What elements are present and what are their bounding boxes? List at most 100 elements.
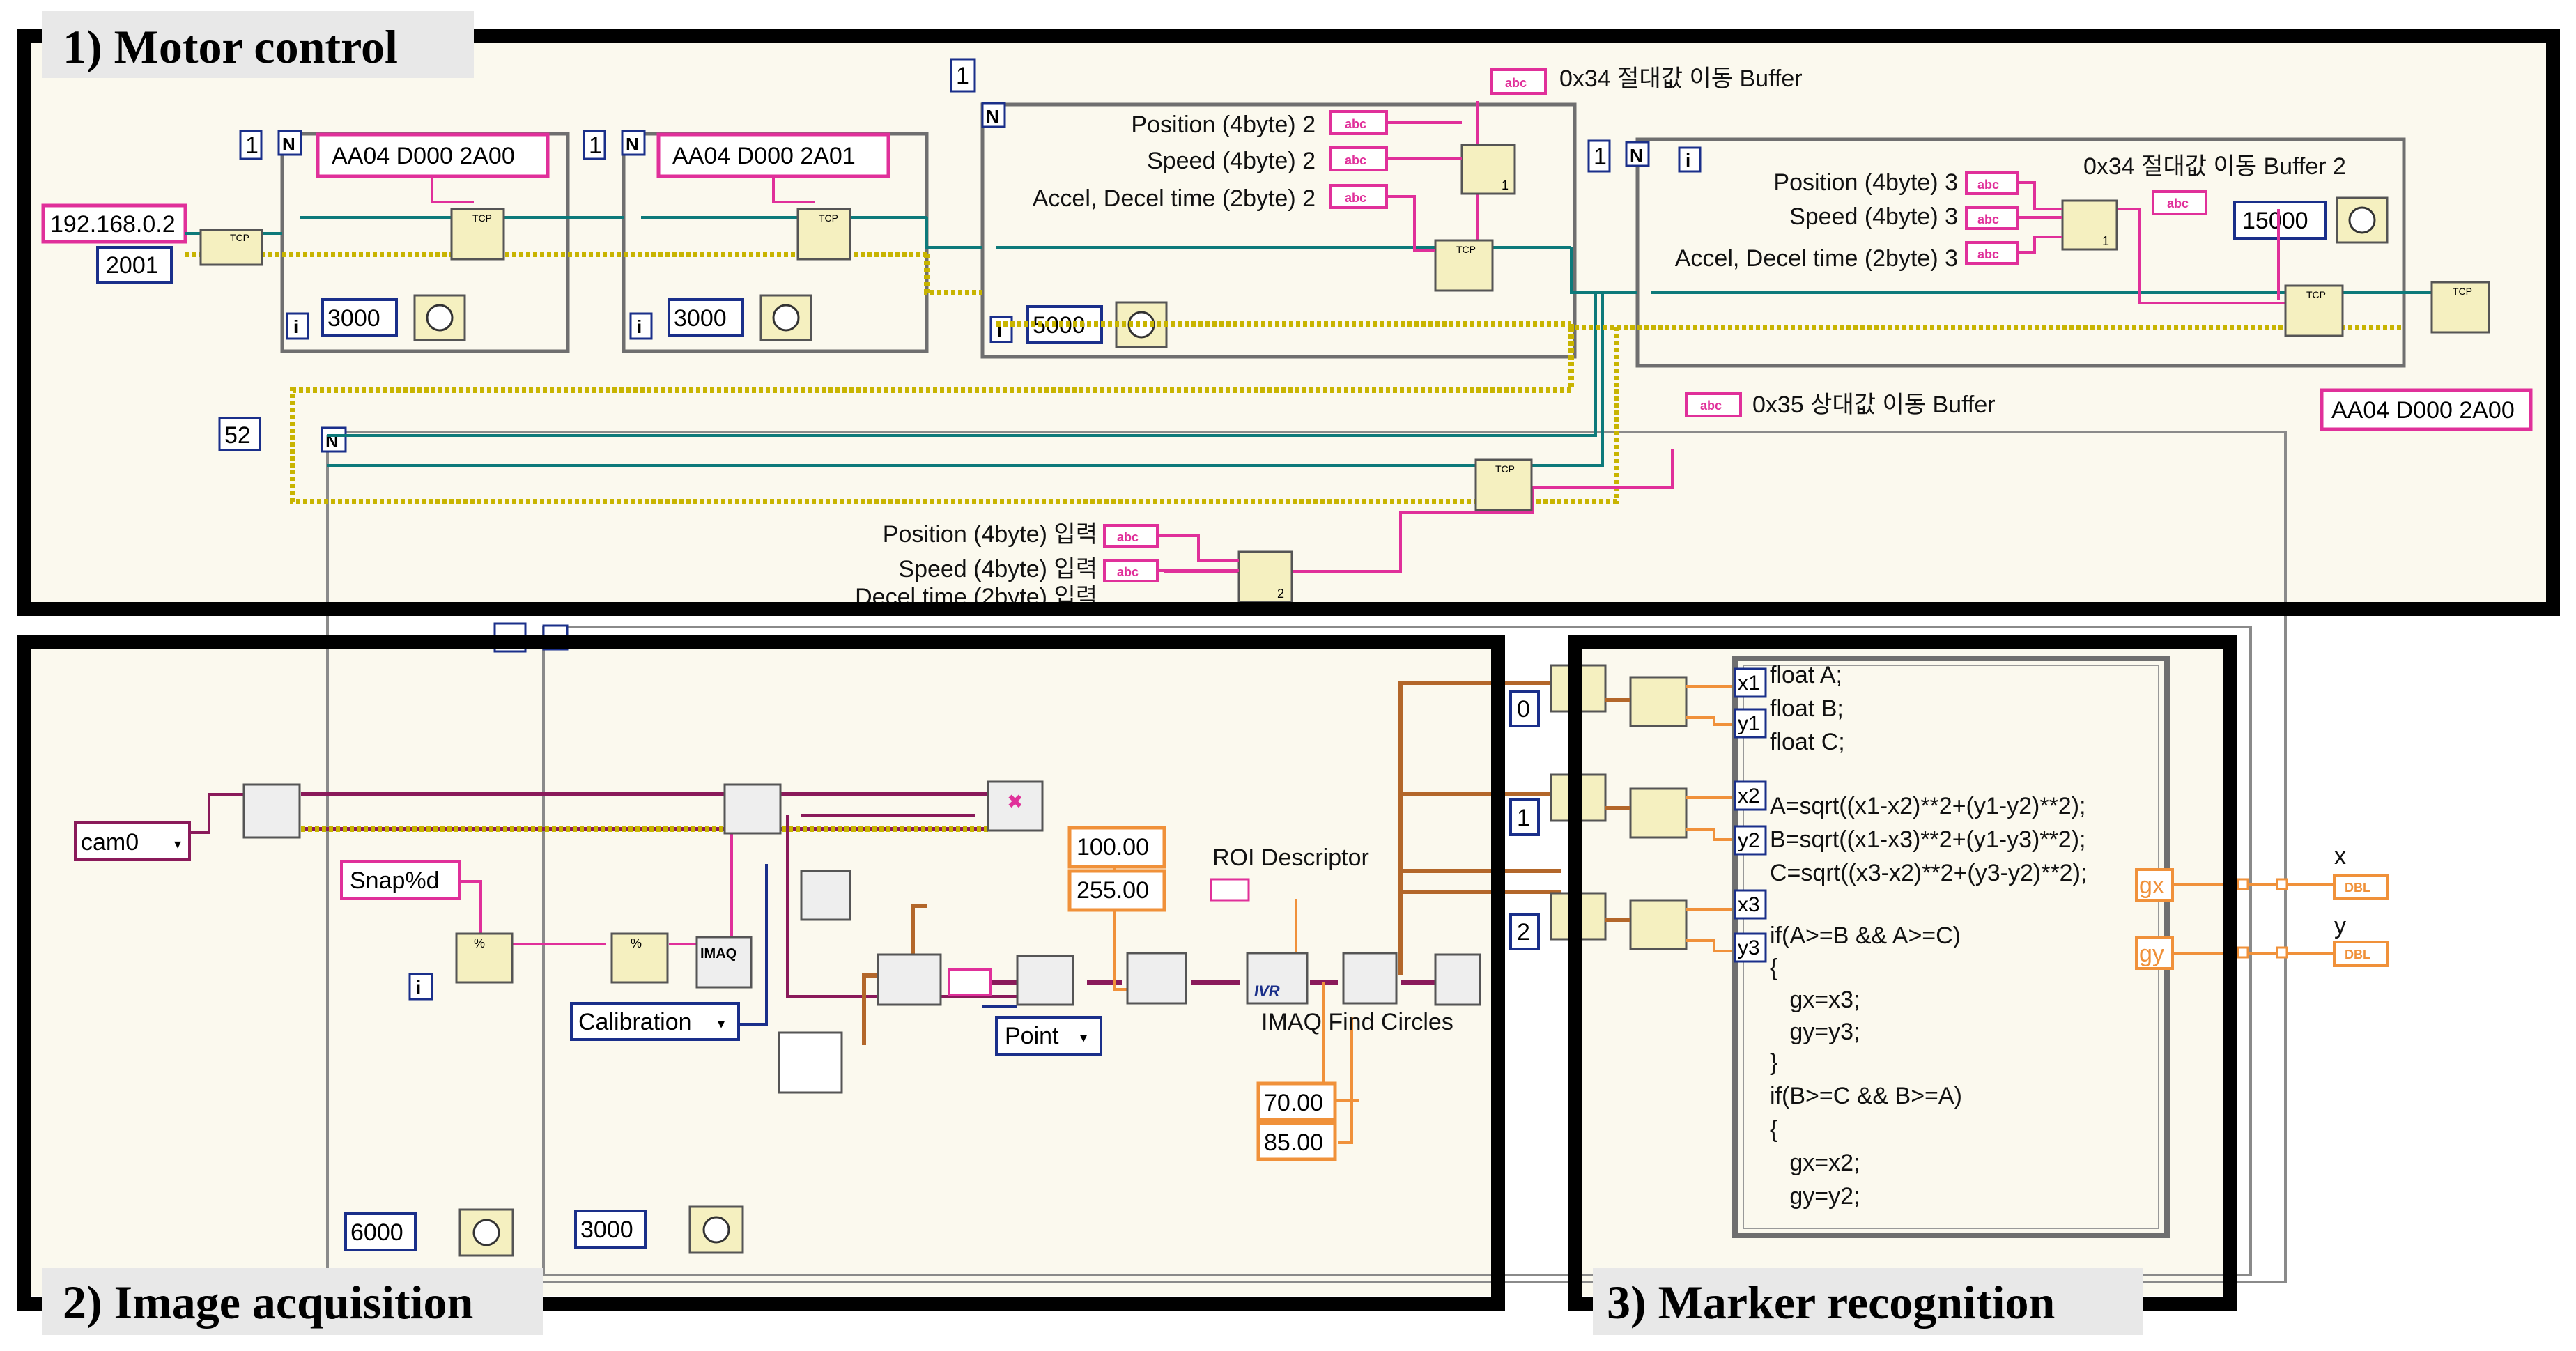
motor-section-title: 1) Motor control — [63, 20, 398, 73]
motor-loop-3 — [980, 102, 1577, 359]
svg-text:%: % — [474, 936, 485, 950]
svg-text:3000: 3000 — [327, 305, 380, 332]
svg-text:y3: y3 — [1738, 936, 1760, 959]
svg-text:gy=y3;: gy=y3; — [1770, 1019, 1860, 1045]
calibration-select[interactable] — [570, 1002, 740, 1041]
loop-count-1: 1 N — [239, 130, 302, 160]
timer-icon — [2348, 206, 2376, 234]
svg-text:abc: abc — [1700, 399, 1722, 412]
imaq-threshold-node — [1126, 952, 1187, 1005]
svg-text:255.00: 255.00 — [1077, 877, 1149, 904]
formula-inputs: x1 y1 x2 y2 x3 y3 — [1734, 667, 1767, 963]
svg-text:x1: x1 — [1738, 672, 1760, 695]
unbundle-node-3 — [1629, 899, 1688, 950]
indicator-y-label: y — [2334, 913, 2346, 939]
svg-text:TCP: TCP — [1456, 244, 1476, 255]
svg-text:TCP: TCP — [819, 213, 838, 224]
tcp-write-node-5: TCP — [1474, 458, 1533, 511]
svg-text:B=sqrt((x1-x3)**2+(y1-y3)**2);: B=sqrt((x1-x3)**2+(y1-y3)**2); — [1770, 826, 2085, 853]
cmd-constant-1 — [316, 132, 550, 178]
threshold-low-constant — [1067, 826, 1166, 869]
svg-text:A=sqrt((x1-x2)**2+(y1-y2)**2);: A=sqrt((x1-x2)**2+(y1-y2)**2); — [1770, 793, 2085, 819]
svg-text:gx: gx — [2139, 872, 2164, 899]
svg-text:abc: abc — [1345, 117, 1366, 131]
unbundle-node-1 — [1629, 676, 1688, 727]
tcp-open-node: TCP — [199, 229, 263, 266]
cmd-constant-2 — [656, 132, 890, 178]
ip-text: 192.168.0.2 — [50, 211, 176, 238]
svg-text:1: 1 — [589, 132, 602, 159]
loop-count-2: 1 N — [583, 130, 646, 160]
image-section-frame — [17, 635, 1505, 1311]
tcp-write-node-1: TCP — [450, 208, 505, 261]
svg-text:DBL: DBL — [2345, 948, 2370, 962]
close-icon: ✖ — [1007, 791, 1023, 812]
point-select-value: Point — [1005, 1023, 1059, 1049]
f2-speed-label: Speed (4byte) 3 — [1789, 203, 1958, 230]
timer-icon — [702, 1216, 730, 1244]
f3-position-label: Position (4byte) 입력 — [883, 521, 1097, 548]
imaq-dispose-node-2 — [1434, 953, 1481, 1006]
imaq-create-node — [695, 936, 753, 989]
svg-text:15000: 15000 — [2242, 208, 2308, 234]
format-string-node-1 — [455, 932, 514, 984]
loop-count-3: 1 N — [950, 58, 1006, 128]
marker-section-title: 3) Marker recognition — [1607, 1276, 2055, 1329]
iter-terminal-image — [408, 973, 433, 1001]
svg-text:i: i — [416, 977, 421, 998]
snap-format-constant — [340, 860, 461, 900]
abc-tag — [1685, 392, 1742, 417]
svg-text:N: N — [1630, 145, 1643, 166]
f2-position-label: Position (4byte) 3 — [1773, 169, 1958, 196]
svg-text:3000: 3000 — [674, 305, 727, 332]
formula-code: float A; float B; float C; A=sqrt((x1-x2… — [1770, 662, 2087, 1210]
point-select[interactable] — [995, 1016, 1102, 1056]
imaq-cast-node — [877, 953, 942, 1006]
buffer-rel-label: 0x35 상대값 이동 Buffer — [1752, 392, 1996, 418]
snap-format-text: Snap%d — [350, 867, 440, 894]
loop-count-4: 1 N i — [1587, 139, 1702, 173]
port-text: 2001 — [106, 252, 159, 279]
svg-text:N: N — [282, 134, 295, 155]
timer-icon — [472, 1219, 500, 1246]
chevron-down-icon: ▾ — [718, 1017, 725, 1032]
timer-icon — [772, 304, 800, 332]
svg-text:1: 1 — [1517, 805, 1530, 831]
svg-text:2: 2 — [1277, 587, 1284, 601]
svg-text:IVR: IVR — [1254, 982, 1280, 1000]
buffer-abs-2-label: 0x34 절대값 이동 Buffer 2 — [2083, 153, 2346, 180]
iter-label-1: i — [293, 316, 298, 337]
svg-text:TCP: TCP — [1495, 463, 1515, 474]
svg-text:abc: abc — [1345, 191, 1366, 205]
camera-select[interactable] — [74, 821, 191, 861]
motor-section-frame — [17, 29, 2560, 616]
svg-text:abc: abc — [2167, 196, 2189, 210]
svg-text:abc: abc — [1345, 153, 1366, 167]
camera-grab-node — [723, 783, 782, 835]
indicator-y — [2333, 941, 2389, 967]
svg-text:70.00: 70.00 — [1264, 1090, 1323, 1116]
iter-terminal-2 — [629, 312, 653, 340]
wait-inner-constant — [574, 1210, 647, 1249]
motor-control-section: 1 N 1 N 1 N 1 N i 52 N — [17, 11, 2560, 1283]
roi-descriptor-label: ROI Descriptor — [1212, 844, 1369, 871]
svg-text:1: 1 — [1502, 178, 1509, 192]
svg-text:abc: abc — [1977, 247, 1999, 261]
svg-text:y2: y2 — [1738, 829, 1760, 852]
wait-2: 3000 — [668, 294, 812, 341]
tcp-write-node-2: TCP — [796, 208, 851, 261]
svg-text:52: 52 — [224, 422, 251, 449]
indicator-x — [2333, 874, 2389, 900]
abc-tag — [1329, 184, 1388, 209]
svg-text:abc: abc — [1117, 565, 1139, 579]
tunnel — [2237, 878, 2249, 890]
svg-text:{: { — [1770, 1116, 1777, 1143]
svg-text:abc: abc — [1505, 76, 1527, 90]
tcp-write-node-4: TCP — [2284, 284, 2344, 337]
find-circles-label: IMAQ Find Circles — [1261, 1009, 1453, 1035]
svg-text:85.00: 85.00 — [1264, 1129, 1323, 1156]
output-gy — [2135, 936, 2174, 970]
marker-title-bg — [1593, 1268, 2143, 1335]
svg-text:%: % — [631, 936, 642, 950]
